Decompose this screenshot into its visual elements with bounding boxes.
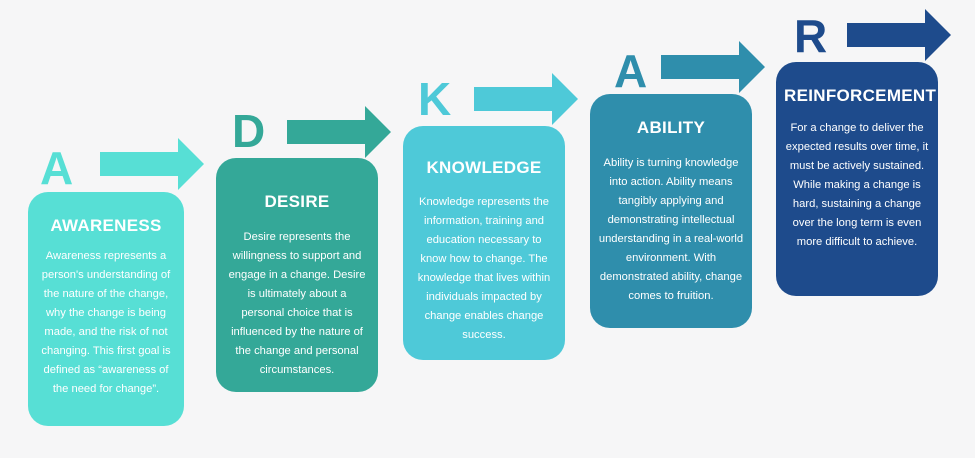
arrow-right-icon (100, 138, 204, 190)
step-letter-knowledge: K (418, 73, 452, 125)
desire-title: DESIRE (264, 192, 330, 211)
step-letter-desire: D (232, 105, 266, 157)
step-letter-ability: A (614, 45, 648, 97)
arrow-right-icon (661, 41, 765, 93)
awareness-card: AWARENESS Awareness represents a person'… (28, 192, 184, 426)
step-letter-awareness: A (40, 142, 74, 194)
reinforcement-description: For a change to deliver the expected res… (785, 122, 929, 248)
knowledge-description: Knowledge represents the information, tr… (417, 196, 551, 341)
reinforcement-card: REINFORCEMENT For a change to deliver th… (776, 62, 938, 296)
arrow-right-icon (474, 73, 578, 125)
awareness-description: Awareness represents a person's understa… (41, 250, 171, 395)
arrow-right-icon (847, 9, 951, 61)
ability-card: ABILITY Ability is turning knowledge int… (590, 94, 752, 328)
awareness-title: AWARENESS (50, 216, 162, 235)
step-letter-reinforcement: R (794, 10, 828, 62)
desire-card: DESIRE Desire represents the willingness… (216, 158, 378, 392)
knowledge-title: KNOWLEDGE (426, 158, 542, 177)
ability-title: ABILITY (636, 118, 706, 137)
ability-description: Ability is turning knowledge into action… (598, 157, 744, 302)
reinforcement-title: REINFORCEMENT (784, 86, 937, 105)
arrow-right-icon (287, 106, 391, 158)
desire-description: Desire represents the willingness to sup… (228, 231, 366, 376)
knowledge-card: KNOWLEDGE Knowledge represents the infor… (403, 126, 565, 360)
